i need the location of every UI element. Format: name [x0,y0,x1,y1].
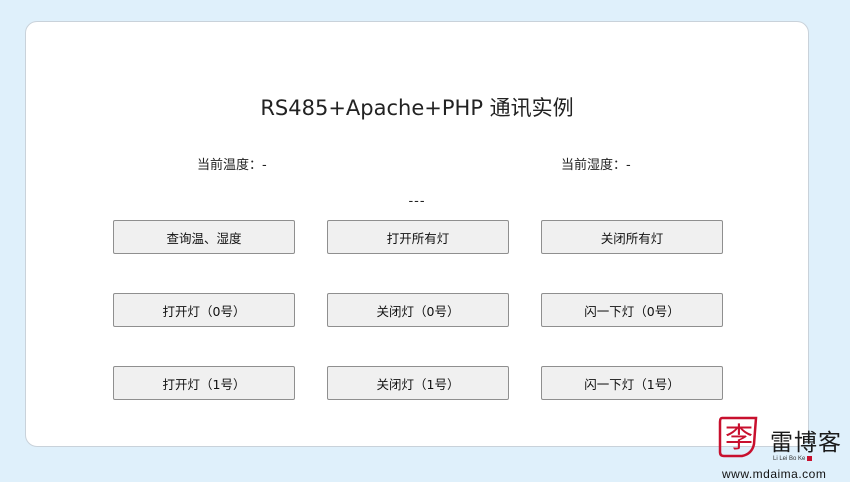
watermark-logo-glyph: 李 [725,421,753,454]
watermark-subtitle: Li Lei Bo Ke [773,456,813,463]
turn-off-light-1-button[interactable]: 关闭灯（1号） [327,366,509,400]
blink-light-0-button[interactable]: 闪一下灯（0号） [541,293,723,327]
page-title: RS485+Apache+PHP 通讯实例 [260,96,574,120]
watermark-red-square-icon [807,456,813,461]
humidity-reading: 当前湿度：- [561,158,631,173]
query-temp-humidity-button[interactable]: 查询温、湿度 [113,220,295,254]
turn-on-light-0-button[interactable]: 打开灯（0号） [113,293,295,327]
turn-off-light-0-button[interactable]: 关闭灯（0号） [327,293,509,327]
blink-light-1-button[interactable]: 闪一下灯（1号） [541,366,723,400]
watermark-logo-icon: 李 [718,416,758,458]
temperature-reading: 当前温度：- [197,158,267,173]
status-text: --- [408,194,426,209]
main-card: RS485+Apache+PHP 通讯实例 当前温度：- 当前湿度：- --- … [25,21,809,447]
watermark-name: 雷博客 [770,430,842,456]
watermark-subtitle-text: Li Lei Bo Ke [773,456,806,463]
turn-off-all-lights-button[interactable]: 关闭所有灯 [541,220,723,254]
turn-on-light-1-button[interactable]: 打开灯（1号） [113,366,295,400]
watermark-url: www.mdaima.com [722,467,827,481]
turn-on-all-lights-button[interactable]: 打开所有灯 [327,220,509,254]
